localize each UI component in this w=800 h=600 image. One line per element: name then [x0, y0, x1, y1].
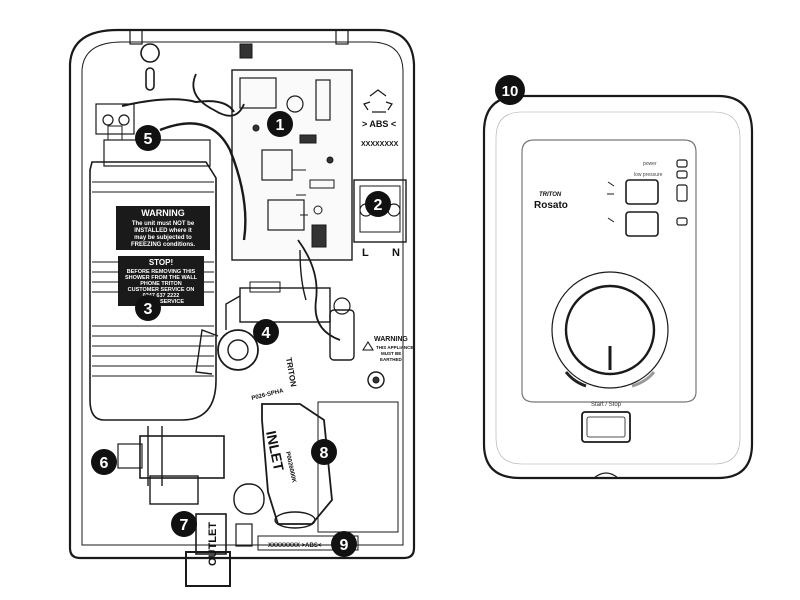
abs-mark: > ABS < [362, 119, 396, 129]
start-stop-button[interactable] [581, 411, 631, 443]
callout-10: 10 [495, 75, 525, 105]
callout-6: 6 [91, 449, 117, 475]
callout-1: 1 [267, 111, 293, 137]
power-indicator [676, 159, 688, 168]
serial-code: XXXXXXXX [361, 141, 399, 148]
aux-indicator [676, 217, 688, 226]
svg-text:10: 10 [502, 83, 519, 100]
bottom-code: XXXXXXXX >ABS< [268, 543, 322, 549]
stop-label-line-4: CUSTOMER SERVICE ON [128, 287, 195, 293]
backplate-outline [68, 28, 416, 560]
stop-label-line-3: PHONE TRITON [140, 281, 181, 287]
low-pressure-label: low pressure [634, 172, 663, 178]
stop-label-line-2: SHOWER FROM THE WALL [125, 275, 198, 281]
freeze-warning-label [116, 206, 210, 250]
freeze-warning-line-2: INSTALLED where it [134, 228, 192, 234]
callouts: 1 2 3 4 5 6 7 8 9 10 [91, 75, 525, 557]
phase-button-top[interactable] [625, 179, 659, 205]
svg-text:7: 7 [180, 517, 189, 534]
heater-tank [89, 161, 217, 421]
earth-warning-line-1: THIS APPLIANCE [376, 345, 413, 350]
callout-5: 5 [135, 125, 161, 151]
model-label: Rosato [534, 200, 568, 211]
start-stop-label: Start / Stop [591, 402, 622, 408]
freeze-warning-line-4: FREEZING conditions. [131, 242, 195, 248]
terminal-block [353, 179, 407, 243]
internal-view [68, 28, 416, 587]
svg-text:6: 6 [100, 455, 109, 472]
stop-label-title: STOP! [149, 258, 173, 267]
terminal-n-label: N [392, 247, 400, 259]
freeze-warning-line-3: may be subjected to [134, 235, 192, 241]
stop-label-line-5: 0247 637 2222 [143, 293, 180, 299]
outlet-nozzle [185, 551, 231, 587]
outlet-text: OUTLET [207, 522, 219, 566]
temperature-dial-ring [551, 271, 669, 389]
stop-label [118, 256, 204, 306]
svg-text:2: 2 [374, 197, 383, 214]
flow-valve [217, 329, 259, 371]
low-pressure-indicator [676, 170, 688, 179]
power-label: power [643, 161, 657, 167]
front-view [482, 94, 754, 480]
temperature-dial[interactable] [564, 284, 656, 376]
callout-4: 4 [253, 319, 279, 345]
earth-warning-line-2: MUST BE [381, 351, 401, 356]
terminal-l-label: L [362, 247, 369, 259]
callout-7: 7 [171, 511, 197, 537]
outlet-assembly [139, 435, 225, 479]
svg-text:4: 4 [262, 325, 271, 342]
front-cover-bevel [495, 111, 741, 465]
svg-text:9: 9 [340, 537, 349, 554]
temp-indicator [676, 184, 688, 202]
earth-warning-title: WARNING [374, 336, 408, 343]
recycle-icon [363, 89, 393, 113]
svg-text:3: 3 [144, 301, 153, 318]
front-labels: TRITON Rosato power low pressure Start /… [534, 161, 663, 408]
stop-label-line-1: BEFORE REMOVING THIS [127, 269, 196, 275]
callout-9: 9 [331, 531, 357, 557]
callout-2: 2 [365, 191, 391, 217]
svg-text:5: 5 [144, 131, 153, 148]
callout-8: 8 [311, 439, 337, 465]
svg-text:8: 8 [320, 445, 329, 462]
backplate-inner-rim [81, 41, 404, 546]
warning-triangle-icon [362, 341, 374, 351]
phase-button-bottom[interactable] [625, 211, 659, 237]
pressure-tag: P026-SPHA [251, 388, 285, 402]
earth-warning-line-3: EARTHED [380, 357, 403, 362]
svg-text:1: 1 [276, 117, 285, 134]
brand-label: TRITON [539, 192, 562, 198]
keyhole-slot [140, 43, 160, 63]
callout-3: 3 [135, 295, 161, 321]
triton-side-text: TRITON [284, 357, 298, 388]
front-cover [482, 94, 754, 480]
freeze-warning-title: WARNING [141, 208, 185, 218]
stop-label-line-6: SERVICE [160, 299, 184, 305]
freeze-warning-line-1: The unit must NOT be [132, 221, 195, 227]
control-panel [521, 139, 697, 403]
